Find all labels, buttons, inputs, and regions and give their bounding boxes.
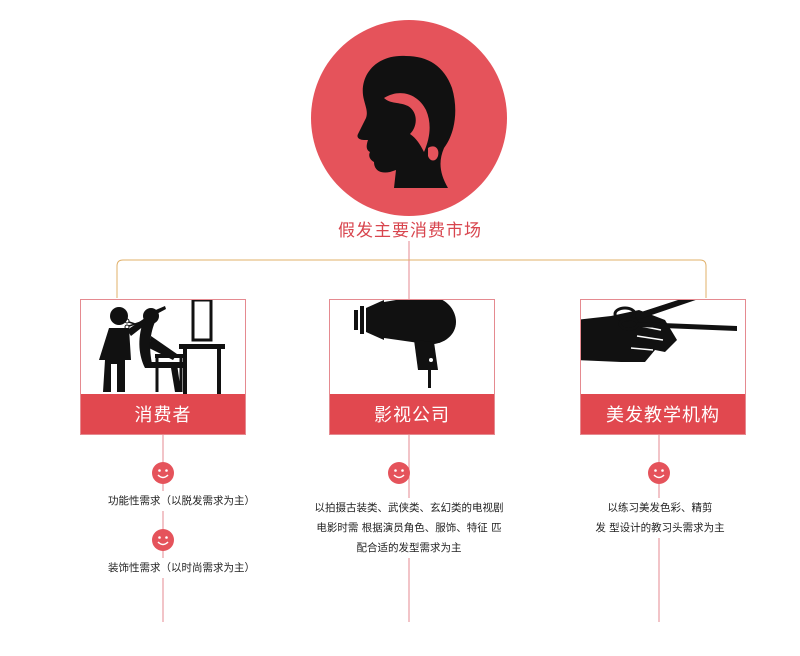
- hair-dryer-icon: [330, 295, 494, 394]
- need-note-line: 配合适的发型需求为主: [356, 542, 462, 554]
- category-card-film-company: 影视公司: [329, 295, 495, 435]
- category-card-hair-school: 美发教学机构: [575, 286, 746, 435]
- hairdresser-client-icon: [81, 298, 245, 394]
- need-note-line: 发 型设计的教习头需求为主: [595, 522, 725, 534]
- category-label: 影视公司: [330, 394, 494, 434]
- need-note-block: 以拍摄古装类、武侠类、玄幻类的电视剧 电影时需 根据演员角色、服饰、特征 匹 配…: [300, 498, 518, 558]
- smiley-face-icon: [152, 529, 174, 551]
- hand-scissors-icon: [575, 286, 745, 394]
- need-note-line: 电影时需 根据演员角色、服饰、特征 匹: [316, 522, 502, 534]
- need-note-block: 以练习美发色彩、精剪 发 型设计的教习头需求为主: [590, 498, 730, 538]
- smiley-face-icon: [388, 462, 410, 484]
- smiley-face-icon: [152, 462, 174, 484]
- need-note-line: 以拍摄古装类、武侠类、玄幻类的电视剧: [314, 502, 504, 514]
- woman-head-profile-icon: [311, 20, 507, 216]
- main-title: 假发主要消费市场: [300, 216, 520, 241]
- category-card-consumer: 消费者: [80, 298, 246, 435]
- category-label: 美发教学机构: [581, 394, 745, 434]
- need-note: 功能性需求（以脱发需求为主）: [108, 491, 255, 511]
- need-note-line: 以练习美发色彩、精剪: [607, 502, 713, 514]
- smiley-face-icon: [648, 462, 670, 484]
- category-label: 消费者: [81, 394, 245, 434]
- need-note: 装饰性需求（以时尚需求为主）: [108, 558, 255, 578]
